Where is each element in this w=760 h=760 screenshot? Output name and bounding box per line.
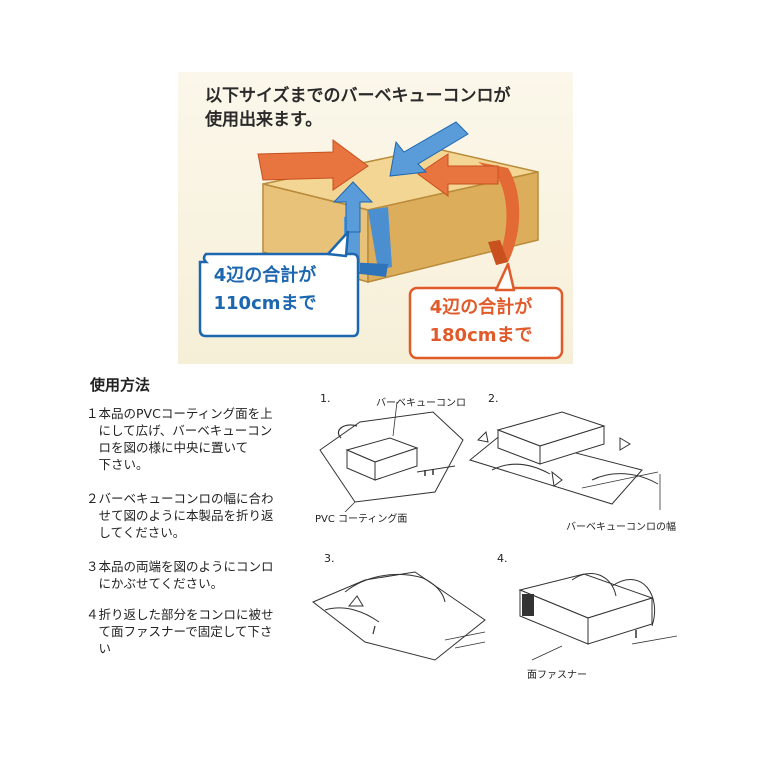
fold-arrow-right <box>619 437 631 451</box>
step-1-line-2: にして広げ、バーベキューコン <box>86 423 273 438</box>
red-bubble-line-2: 180cmまで <box>429 325 533 346</box>
blue-bubble-text: 4辺の合計が 110cmまで <box>198 262 332 318</box>
usage-title: 使用方法 <box>90 376 151 394</box>
step-3-line-1: ３本品の両端を図のようにコンロ <box>86 559 274 574</box>
step-3-line-2: にかぶせてください。 <box>86 576 224 591</box>
blue-band-front <box>368 207 392 270</box>
step-3: ３本品の両端を図のようにコンロ にかぶせてください。 <box>86 558 296 592</box>
handle <box>337 424 358 439</box>
step-4-line-3: い <box>86 641 112 656</box>
grill-width-label: バーベキューコンロの幅 <box>566 522 676 533</box>
step-2-line-3: してください。 <box>86 525 186 540</box>
size-heading: 以下サイズまでのバーベキューコンロが 使用出来ます。 <box>205 84 511 132</box>
diagram-2-number: 2. <box>488 392 499 405</box>
step-4-line-2: て面ファスナーで固定して下さ <box>86 624 273 639</box>
step-1-line-3: ロを図の様に中央に置いて <box>86 440 249 455</box>
box-right-face <box>367 171 539 283</box>
red-speech-bubble <box>408 286 564 360</box>
diagram-4 <box>518 572 678 661</box>
hook-loop-label: 面ファスナー <box>527 670 587 681</box>
step-1: １本品のPVCコーティング面を上 にして広げ、バーベキューコン ロを図の様に中央… <box>86 405 296 473</box>
fold-arrow-left <box>476 430 489 443</box>
red-bubble-line-1: 4辺の合計が <box>429 297 533 318</box>
box-end-dark <box>522 594 534 616</box>
blue-bubble-line-2: 110cmまで <box>213 293 317 314</box>
blue-bubble-line-1: 4辺の合計が <box>213 265 317 286</box>
folded-edge <box>344 573 446 603</box>
red-band <box>478 162 520 265</box>
bbq-grill-label: バーベキューコンロ <box>376 398 466 409</box>
box-with-arrows-illustration <box>198 121 564 360</box>
blue-arrow-top <box>389 121 469 177</box>
red-arrow-left <box>257 139 369 191</box>
diagram-1 <box>319 401 464 512</box>
diagram-3 <box>312 571 486 661</box>
blue-arrow-bottom <box>332 181 374 233</box>
size-heading-line-2: 使用出来ます。 <box>205 110 323 130</box>
step-4-line-1: ４折り返した部分をコンロに被せ <box>86 607 274 622</box>
diagram-2 <box>468 411 661 510</box>
blue-speech-bubble <box>198 252 360 338</box>
step-2-line-2: せて図のように本製品を折り返 <box>86 508 274 523</box>
diagram-4-number: 4. <box>497 552 508 565</box>
fold-arrow-bottom <box>551 470 563 487</box>
red-bubble-text: 4辺の合計が 180cmまで <box>408 294 554 350</box>
size-heading-line-1: 以下サイズまでのバーベキューコンロが <box>205 86 511 106</box>
fold-arrow-up <box>347 595 364 607</box>
red-arrow-right <box>417 153 499 197</box>
pvc-side-label: PVC コーティング面 <box>315 514 408 525</box>
step-2: ２バーベキューコンロの幅に合わ せて図のように本製品を折り返 してください。 <box>86 490 296 541</box>
step-1-line-1: １本品のPVCコーティング面を上 <box>86 406 273 421</box>
step-1-line-4: 下さい。 <box>86 457 149 472</box>
diagram-3-number: 3. <box>324 552 335 565</box>
diagram-1-number: 1. <box>320 392 331 405</box>
step-2-line-1: ２バーベキューコンロの幅に合わ <box>86 491 274 506</box>
step-4: ４折り返した部分をコンロに被せ て面ファスナーで固定して下さ い <box>86 606 296 657</box>
